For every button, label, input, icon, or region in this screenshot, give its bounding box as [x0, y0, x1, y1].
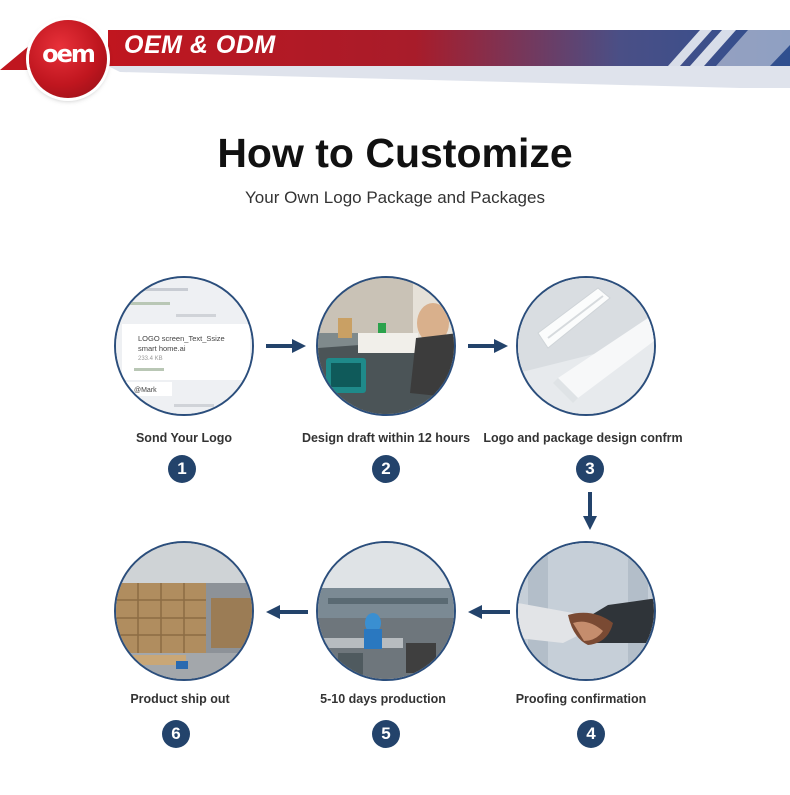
arrow-down-icon: [583, 492, 597, 530]
banner-graphic: [0, 30, 790, 88]
page-subtitle: Your Own Logo Package and Packages: [245, 188, 545, 207]
step-5-label: 5-10 days production: [320, 692, 446, 706]
step-2-label: Design draft within 12 hours: [301, 431, 471, 445]
step-6-number: 6: [162, 720, 190, 748]
step-3-label: Logo and package design confrm: [483, 431, 683, 445]
step-2-number: 2: [372, 455, 400, 483]
header-banner: oem OEM & ODM: [0, 0, 790, 100]
step-1-label: Sond Your Logo: [135, 431, 233, 445]
step-6-label: Product ship out: [130, 692, 230, 706]
arrow-right-icon: [468, 339, 508, 353]
arrow-left-icon: [266, 605, 308, 619]
step-4-label: Proofing confirmation: [515, 692, 647, 706]
chat-file-name: LOGO screen_Text_Ssize: [138, 334, 225, 343]
step-2-image: [316, 276, 456, 416]
arrow-left-icon: [468, 605, 510, 619]
step-4-number: 4: [577, 720, 605, 748]
step-5-image: [316, 541, 456, 681]
step-1-number: 1: [168, 455, 196, 483]
step-3-image: [516, 276, 656, 416]
arrow-right-icon: [266, 339, 306, 353]
step-1-image: LOGO screen_Text_Ssize smart home.ai 233…: [114, 276, 254, 416]
brand-logo: [29, 20, 107, 98]
chat-file-sub: smart home.ai: [138, 344, 186, 353]
page-title: How to Customize: [217, 130, 573, 176]
step-4-image: [516, 541, 656, 681]
step-6-image: [114, 541, 254, 681]
chat-mention: @Mark: [134, 387, 157, 394]
brand-logo-text: oem: [42, 40, 96, 68]
step-3-number: 3: [576, 455, 604, 483]
chat-file-size: 233.4 KB: [138, 356, 163, 362]
banner-title: OEM & ODM: [124, 31, 276, 59]
step-5-number: 5: [372, 720, 400, 748]
